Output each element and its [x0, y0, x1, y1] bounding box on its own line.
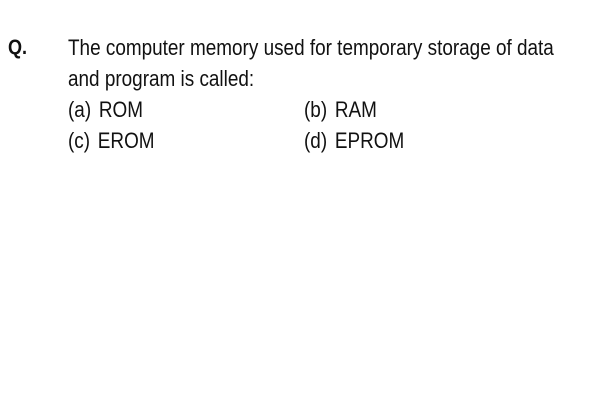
option-d-text: EPROM	[334, 128, 405, 153]
option-a: (a)ROM	[68, 94, 143, 125]
option-d-letter: (d)	[304, 128, 328, 153]
option-b-letter: (b)	[304, 97, 328, 122]
option-d: (d)EPROM	[304, 125, 404, 156]
option-c-letter: (c)	[68, 128, 91, 153]
question-text-line-2: and program is called:	[68, 66, 255, 91]
option-c: (c) EROM	[68, 125, 155, 156]
option-b: (b)RAM	[304, 94, 377, 125]
question-label: Q.	[8, 36, 28, 59]
question-text: The computer memory used for temporary s…	[68, 32, 600, 94]
option-a-text: ROM	[98, 97, 144, 122]
option-b-text: RAM	[334, 97, 377, 122]
option-a-letter: (a)	[68, 97, 92, 122]
question-text-line-1: The computer memory used for temporary s…	[68, 35, 554, 60]
option-c-text: EROM	[97, 128, 155, 153]
